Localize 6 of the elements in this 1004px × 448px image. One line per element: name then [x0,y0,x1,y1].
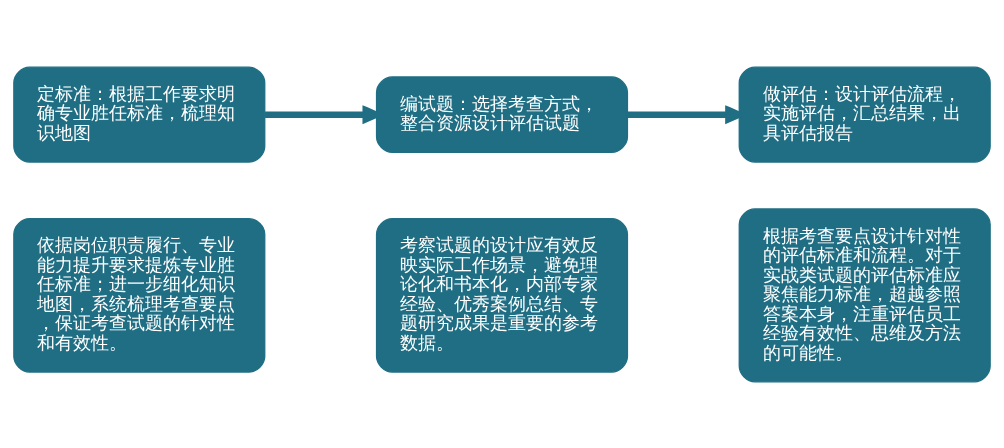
node-box: 考察试题的设计应有效反映实际工作场景，避免理论化和书本化，内部专家经验、优秀案例总结、专题研究成果是重要的参考数据。 [375,217,629,373]
node-box: 依据岗位职责履行、专业能力提升要求提炼专业胜任标准；进一步细化知识地图，系统梳理考查要点，保证考查试题的针对性和有效性。 [13,217,266,373]
node-box: 根据考查要点设计针对性的评估标准和流程。对于实战类试题的评估标准应聚焦能力标准，超越参照答案本身，注重评估员工经验有效性、思维及方法的可能性。 [738,207,991,382]
node-box: 编试题：选择考查方式，整合资源设计评估试题 [375,75,629,153]
node-box: 做评估：设计评估流程，实施评估，汇总结果，出具评估报告 [738,66,991,163]
node-box: 定标准：根据工作要求明确专业胜任标准，梳理知识地图 [13,66,266,163]
